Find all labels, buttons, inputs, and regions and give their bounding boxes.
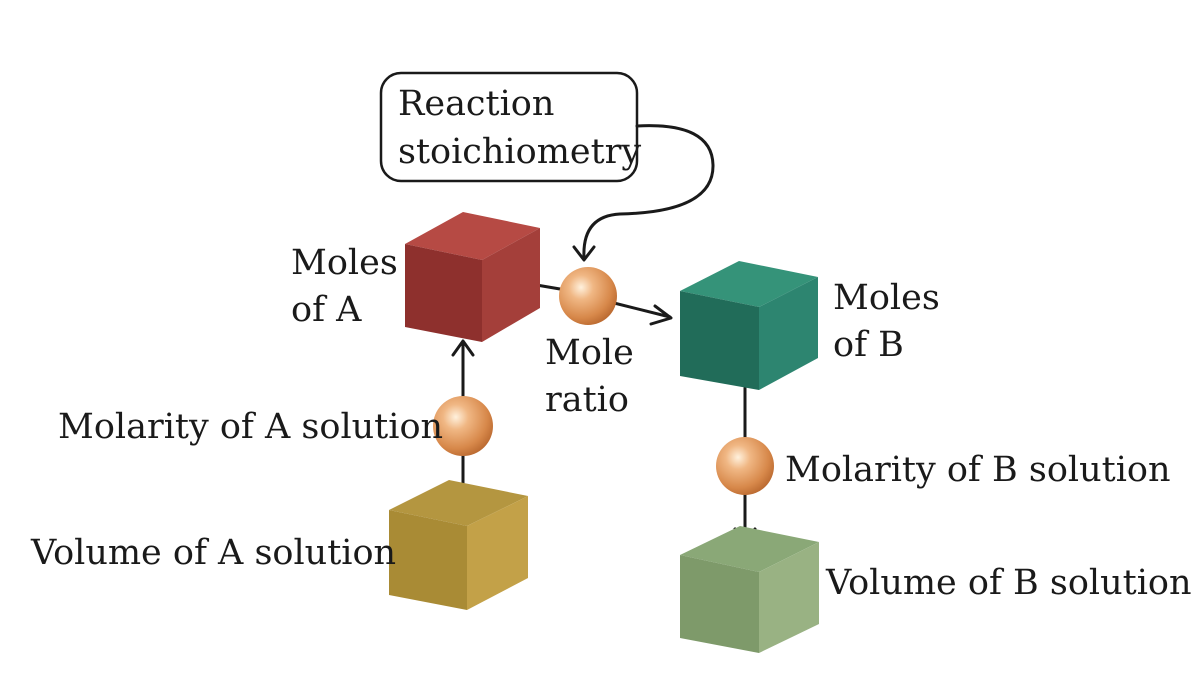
volume-a-label: Volume of A solution — [30, 533, 396, 573]
molarity-a-sphere — [433, 396, 493, 456]
arrowhead-to-moles-a — [451, 339, 475, 357]
callout-connector — [582, 124, 715, 260]
moles-a-label-line-1: Moles — [291, 243, 398, 283]
volume-b-cube-front — [680, 555, 759, 653]
volume-b-cube-top — [680, 526, 819, 572]
edge-ratio-to-moles-b — [608, 300, 672, 319]
volume-a-cube-top — [389, 480, 528, 526]
callout-line-1: Reaction — [398, 84, 554, 124]
callout-arrowhead — [572, 245, 596, 262]
moles-b-label-line-1: Moles — [833, 278, 940, 318]
volume-b-label: Volume of B solution — [825, 563, 1192, 603]
moles-b-label-line-2: of B — [833, 325, 904, 365]
stoichiometry-callout: Reaction stoichiometry — [379, 71, 641, 183]
volume-a-cube — [389, 480, 528, 610]
volume-b-cube-side — [759, 542, 819, 653]
molarity-b-sphere — [716, 437, 774, 495]
volume-a-cube-front — [389, 510, 467, 610]
mole-ratio-label-line-2: ratio — [545, 380, 629, 420]
moles-b-cube — [680, 261, 818, 390]
moles-a-label-line-2: of A — [291, 290, 362, 330]
moles-b-cube-front — [680, 291, 759, 390]
moles-b-cube-top — [680, 261, 818, 307]
moles-a-cube-side — [482, 228, 540, 342]
moles-a-cube-top — [405, 212, 540, 260]
molarity-b-label: Molarity of B solution — [785, 450, 1171, 490]
arrowhead-to-moles-b — [649, 304, 673, 326]
callout-line-2: stoichiometry — [398, 132, 641, 172]
moles-a-cube-front — [405, 244, 482, 342]
volume-a-cube-side — [467, 496, 528, 610]
moles-a-cube — [405, 212, 540, 342]
molarity-a-label: Molarity of A solution — [58, 407, 443, 447]
mole-ratio-sphere — [559, 267, 617, 325]
mole-ratio-label-line-1: Mole — [545, 333, 634, 373]
volume-b-cube — [680, 526, 819, 653]
moles-b-cube-side — [759, 277, 818, 390]
